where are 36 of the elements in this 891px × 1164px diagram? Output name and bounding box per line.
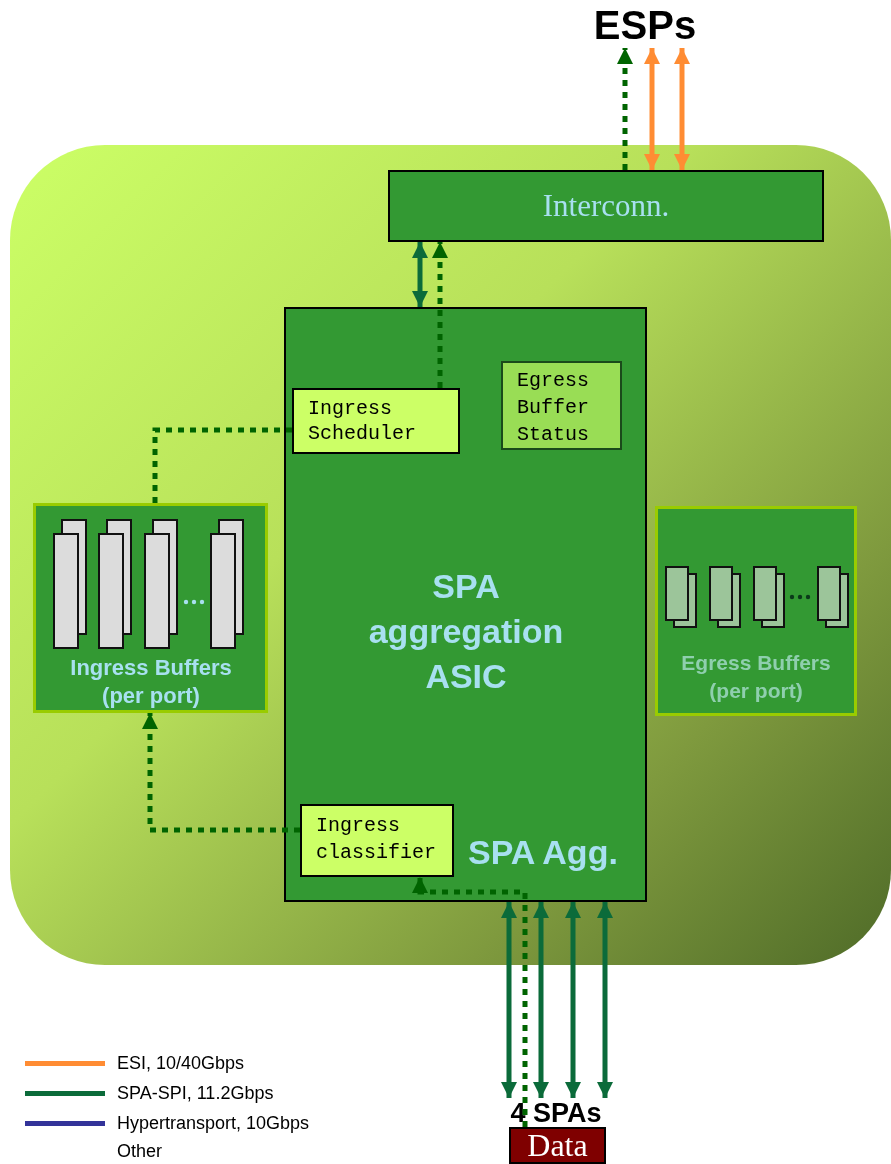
arrow — [501, 902, 517, 1098]
arrow — [412, 242, 428, 307]
box-label: Interconn. — [541, 188, 671, 224]
box-label: Ingress classifier — [316, 813, 438, 866]
legend-label: Hypertransport, 10Gbps — [117, 1112, 310, 1134]
arrow — [644, 48, 660, 170]
legend-label: SPA-SPI, 11.2Gbps — [117, 1082, 274, 1104]
data-box — [509, 1127, 606, 1164]
arrow — [597, 902, 613, 1098]
box-label: Data — [526, 1129, 589, 1162]
connector-line — [152, 427, 292, 503]
box-label: SPA aggregation ASIC — [367, 566, 565, 697]
scheduler-box — [292, 388, 460, 454]
legend-label: Other — [117, 1140, 163, 1162]
panel-label: Egress Buffers (per port) — [680, 650, 832, 704]
arrow — [617, 48, 633, 170]
panel-label: Ingress Buffers (per port) — [69, 654, 233, 710]
heading-text: ESPs — [592, 2, 698, 48]
arrow — [674, 48, 690, 170]
buffer-panel — [655, 506, 857, 716]
heading-text: 4 SPAs — [509, 1098, 603, 1128]
arrow — [142, 713, 300, 833]
buffer-panel — [33, 503, 268, 713]
interconnect-box — [388, 170, 824, 242]
status-box — [501, 361, 622, 450]
asic-box — [284, 307, 647, 902]
arrow — [432, 242, 448, 388]
arrow — [565, 902, 581, 1098]
box-label: Ingress Scheduler — [308, 396, 418, 446]
classifier-box — [300, 804, 454, 877]
arrow — [412, 877, 528, 1127]
legend-label: ESI, 10/40Gbps — [117, 1052, 245, 1074]
box-label: SPA Agg. — [468, 832, 619, 872]
rounded-panel — [10, 145, 891, 965]
box-label: Egress Buffer Status — [517, 368, 590, 448]
arrow — [533, 902, 549, 1098]
